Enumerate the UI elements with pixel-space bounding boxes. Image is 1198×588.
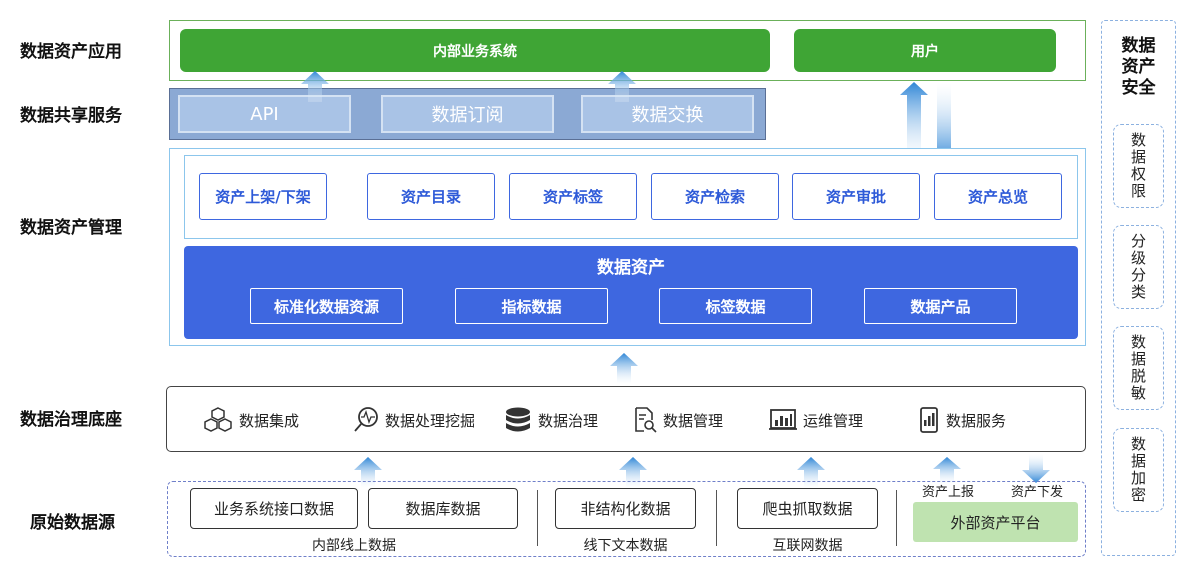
offline-caption: 线下文本数据 [583,538,668,554]
asset-approval-button: 资产审批 [792,173,920,220]
layer-label-gov: 数据治理底座 [20,410,122,430]
source-layer-frame [167,481,1086,557]
security-frame [1101,20,1176,556]
gov-item-integration: 数据集成 [203,406,299,434]
internal-caption: 内部线上数据 [312,538,396,554]
subscribe-block: 数据订阅 [381,95,554,133]
arrow-up-api-to-app [301,71,329,102]
security-classification-box: 分级分类 [1113,225,1164,309]
gov-item-processing: 数据处理挖掘 [353,406,475,434]
asset-tag-button: 资产标签 [509,173,637,220]
internal-system-block: 内部业务系统 [180,29,770,72]
database-block: 数据库数据 [368,488,518,529]
indicator-data-block: 指标数据 [455,288,608,324]
standard-resource-block: 标准化数据资源 [250,288,403,324]
security-masking-box: 数据脱敏 [1113,326,1164,410]
data-product-block: 数据产品 [864,288,1017,324]
arrow-up-internal-to-gov [354,457,382,488]
layer-label-app: 数据资产应用 [20,42,122,62]
phone-chart-icon [920,407,938,433]
arrow-down-gov-to-external [1022,454,1050,483]
security-item-label: 分级分类 [1129,233,1147,301]
arrow-up-internet-to-gov [797,457,825,488]
data-asset-title: 数据资产 [597,258,665,278]
arrow-up-report-to-gov [933,457,961,484]
gov-item-label: 数据管理 [663,411,724,430]
unstructured-block: 非结构化数据 [555,488,696,529]
user-block: 用户 [794,29,1056,72]
gov-item-label: 运维管理 [803,411,864,430]
asset-catalog-button: 资产目录 [367,173,495,220]
gov-item-label: 数据集成 [239,411,300,430]
security-item-label: 数据权限 [1129,132,1147,200]
gov-item-governance: 数据治理 [504,406,598,434]
arrow-up-offline-to-gov [619,457,647,488]
dispatch-caption: 资产下发 [1011,485,1064,500]
document-search-icon [635,407,657,433]
exchange-block: 数据交换 [581,95,754,133]
gov-item-service: 数据服务 [918,406,1006,434]
arrow-down-user-to-mgmt [930,83,958,164]
security-title-line: 资产 [1121,57,1156,77]
internet-caption: 互联网数据 [772,538,843,554]
asset-shelf-button: 资产上架/下架 [199,173,327,220]
security-item-label: 数据脱敏 [1129,334,1147,402]
crawler-block: 爬虫抓取数据 [737,488,878,529]
source-separator [896,490,897,546]
source-separator [716,490,717,546]
tag-data-block: 标签数据 [659,288,812,324]
gov-item-ops: 运维管理 [769,406,863,434]
biz-api-block: 业务系统接口数据 [190,488,358,529]
asset-search-button: 资产检索 [651,173,779,220]
external-platform-block: 外部资产平台 [913,502,1078,542]
arrow-up-exchange-to-app [608,71,636,102]
security-item-label: 数据加密 [1129,436,1147,504]
magnifier-pulse-icon [354,407,378,432]
asset-overview-button: 资产总览 [934,173,1062,220]
arrow-up-gov-to-mgmt [610,353,638,384]
security-title: 数据 资产 安全 [1101,36,1176,99]
gov-item-label: 数据处理挖掘 [385,411,476,430]
gov-item-label: 数据治理 [538,411,599,430]
arrow-up-mgmt-to-user [900,82,928,163]
layer-label-share: 数据共享服务 [20,106,122,126]
source-separator [537,490,538,546]
database-icon [506,407,530,432]
gov-item-label: 数据服务 [946,411,1007,430]
api-block: API [178,95,351,133]
security-title-line: 安全 [1121,78,1156,98]
security-title-line: 数据 [1121,36,1156,56]
report-caption: 资产上报 [922,485,975,500]
monitor-chart-icon [769,409,797,430]
gov-item-management: 数据管理 [633,406,723,434]
security-permission-box: 数据权限 [1113,124,1164,208]
layer-label-mgmt: 数据资产管理 [20,218,122,238]
layer-label-source: 原始数据源 [30,513,115,533]
cubes-icon [204,407,232,432]
security-encryption-box: 数据加密 [1113,428,1164,512]
